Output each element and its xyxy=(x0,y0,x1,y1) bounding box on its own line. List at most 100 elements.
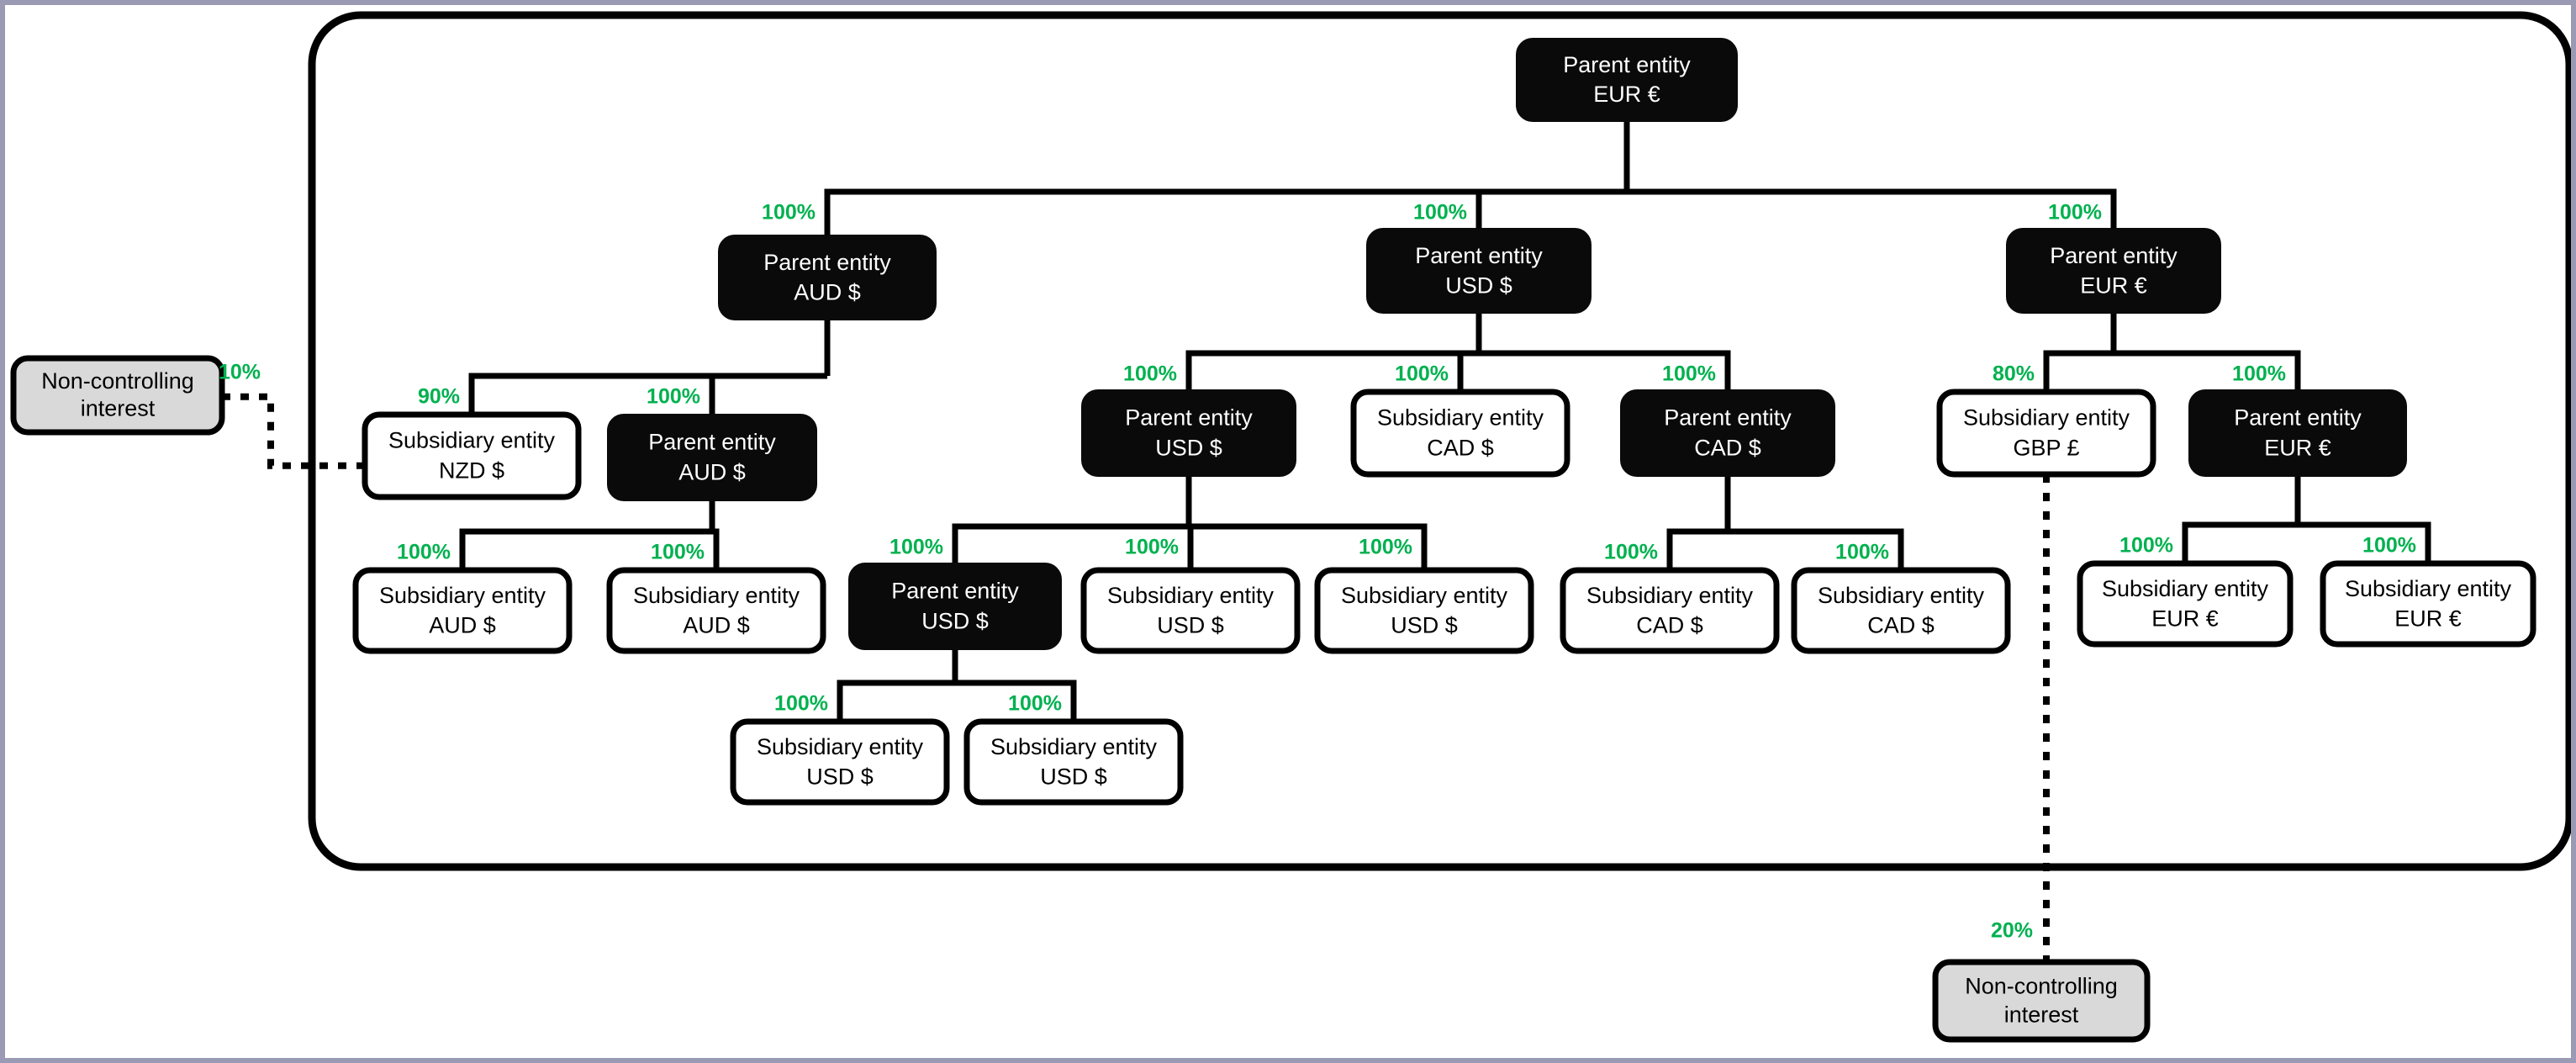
entity-name-line1: Subsidiary entity xyxy=(2345,576,2512,601)
connector-aud-p-to-aud-p2 xyxy=(712,376,827,416)
ownership-percent: 100% xyxy=(1125,536,1179,559)
entity-name-line1: Subsidiary entity xyxy=(1341,583,1508,608)
entity-node-usd-p2[interactable]: Parent entityUSD $ xyxy=(1084,392,1294,474)
entity-node-nci-left[interactable]: Non-controllinginterest xyxy=(13,358,222,432)
entity-node-cad-s2[interactable]: Subsidiary entityCAD $ xyxy=(1563,570,1776,651)
connector-eur-p2-to-eur-s1 xyxy=(2185,525,2298,563)
ownership-percent: 100% xyxy=(1123,362,1177,386)
entity-node-usd-s2[interactable]: Subsidiary entityUSD $ xyxy=(1317,570,1531,651)
entity-name-line1: Subsidiary entity xyxy=(1818,583,1985,608)
ownership-percent: 100% xyxy=(651,541,705,564)
ownership-percent: 100% xyxy=(762,201,816,225)
entity-name-line1: Subsidiary entity xyxy=(379,583,546,608)
entity-node-usd-p[interactable]: Parent entityUSD $ xyxy=(1369,230,1589,311)
connector-usd-p3-to-usd-s3 xyxy=(840,683,955,722)
entity-name-line1: Subsidiary entity xyxy=(388,427,556,452)
ownership-percent: 80% xyxy=(1993,362,2035,386)
ownership-percent: 100% xyxy=(1008,692,1062,716)
entity-name-line2: CAD $ xyxy=(1694,436,1761,461)
ownership-percent: 20% xyxy=(1991,919,2033,943)
entity-name-line1: Parent entity xyxy=(763,250,891,275)
entity-name-line2: interest xyxy=(81,396,156,421)
entity-node-usd-s4[interactable]: Subsidiary entityUSD $ xyxy=(967,722,1180,802)
entity-node-eur-p[interactable]: Parent entityEUR € xyxy=(2009,230,2219,311)
entity-name-line2: USD $ xyxy=(1155,436,1222,461)
entity-name-line1: Non-controlling xyxy=(41,368,194,394)
entity-name-line2: EUR € xyxy=(2264,436,2331,461)
ownership-percent: 100% xyxy=(1835,541,1889,564)
entity-name-line1: Parent entity xyxy=(1563,52,1691,77)
group-structure-diagram: Parent entityEUR €Parent entityAUD $Pare… xyxy=(5,5,2576,1063)
connector-usd-p-to-cad-s1 xyxy=(1460,353,1479,392)
entity-node-cad-p[interactable]: Parent entityCAD $ xyxy=(1623,392,1833,474)
entity-name-line2: CAD $ xyxy=(1427,436,1494,461)
entity-node-nci-bottom[interactable]: Non-controlling interest xyxy=(1935,962,2147,1039)
ownership-percent: 90% xyxy=(418,385,460,409)
entity-name-line2: AUD $ xyxy=(429,612,496,637)
entity-name-line1: Subsidiary entity xyxy=(1377,405,1544,430)
entity-node-usd-s1[interactable]: Subsidiary entityUSD $ xyxy=(1084,570,1297,651)
entity-name-line2: USD $ xyxy=(1040,764,1107,789)
entity-name-line1: Subsidiary entity xyxy=(1586,583,1754,608)
entity-name-line2: EUR € xyxy=(2080,272,2147,298)
entity-name-line2: EUR € xyxy=(1593,82,1660,107)
ownership-percent: 100% xyxy=(1395,362,1449,386)
ownership-percent: 100% xyxy=(2119,534,2173,558)
entity-node-eur-s2[interactable]: Subsidiary entityEUR € xyxy=(2323,563,2533,644)
entity-name-line1: Parent entity xyxy=(1664,405,1792,430)
ownership-percent: 100% xyxy=(2362,534,2416,558)
entity-name-line1: Parent entity xyxy=(891,578,1019,603)
entity-node-root[interactable]: Parent entityEUR € xyxy=(1518,40,1735,119)
ownership-percent: 100% xyxy=(647,385,700,409)
entity-name-line2: USD $ xyxy=(806,764,874,789)
entity-node-eur-p2[interactable]: Parent entityEUR € xyxy=(2191,392,2404,474)
entity-name-line2: GBP £ xyxy=(2013,436,2079,461)
entity-node-usd-p3[interactable]: Parent entityUSD $ xyxy=(851,565,1059,648)
ownership-percent: 100% xyxy=(2232,362,2286,386)
ownership-percent: 10% xyxy=(219,360,261,383)
entity-name-line2: CAD $ xyxy=(1636,612,1703,637)
entity-node-cad-s1[interactable]: Subsidiary entityCAD $ xyxy=(1354,392,1567,474)
entity-node-gbp-s[interactable]: Subsidiary entityGBP £ xyxy=(1940,392,2153,474)
ownership-percent: 100% xyxy=(2048,201,2102,225)
ownership-percent: 100% xyxy=(397,541,451,564)
entity-node-aud-p2[interactable]: Parent entityAUD $ xyxy=(610,416,815,499)
entity-node-aud-p[interactable]: Parent entityAUD $ xyxy=(721,237,934,318)
ownership-percent: 100% xyxy=(889,536,943,559)
entity-name-line1: Parent entity xyxy=(1125,405,1253,430)
entity-name-line1: Subsidiary entity xyxy=(1107,583,1275,608)
entity-name-line2: USD $ xyxy=(921,609,989,634)
ownership-percent: 100% xyxy=(1359,536,1412,559)
connector-aud-p2-to-aud-s2 xyxy=(712,532,716,570)
entity-name-line2: NZD $ xyxy=(439,458,504,484)
entity-name-line1: Parent entity xyxy=(648,429,776,454)
entity-name-line1: Non-controlling xyxy=(1965,973,2118,998)
entity-name-line2: AUD $ xyxy=(678,460,746,485)
entity-node-aud-s2[interactable]: Subsidiary entityAUD $ xyxy=(610,570,823,651)
entity-name-line1: Parent entity xyxy=(1415,243,1543,268)
entity-name-line2: EUR € xyxy=(2151,606,2219,631)
ownership-percent: 100% xyxy=(1662,362,1716,386)
entity-name-line2: USD $ xyxy=(1157,612,1224,637)
entity-name-line2: USD $ xyxy=(1445,272,1512,298)
entity-name-line1: Parent entity xyxy=(2050,243,2177,268)
entity-node-nzd-s[interactable]: Subsidiary entityNZD $ xyxy=(365,415,578,497)
entity-node-usd-s3[interactable]: Subsidiary entityUSD $ xyxy=(733,722,947,802)
entity-node-cad-s3[interactable]: Subsidiary entityCAD $ xyxy=(1794,570,2008,651)
ownership-percent: 100% xyxy=(1604,541,1658,564)
entity-name-line2: CAD $ xyxy=(1867,612,1935,637)
entity-name-line2: interest xyxy=(2004,1002,2079,1028)
entity-node-aud-s1[interactable]: Subsidiary entityAUD $ xyxy=(356,570,569,651)
connector-eur-p-to-gbp-s xyxy=(2046,353,2114,392)
entity-node-eur-s1[interactable]: Subsidiary entityEUR € xyxy=(2080,563,2290,644)
entity-name-line2: AUD $ xyxy=(794,279,861,304)
entity-name-line1: Parent entity xyxy=(2234,405,2362,430)
entity-name-line1: Subsidiary entity xyxy=(633,583,800,608)
connector-root-to-eur-p xyxy=(1627,192,2114,230)
nci-connector-nci-left xyxy=(222,397,365,466)
connector-cad-p-to-cad-s2 xyxy=(1670,532,1728,570)
entity-name-line1: Subsidiary entity xyxy=(1963,405,2130,430)
entity-name-line2: USD $ xyxy=(1391,612,1458,637)
ownership-percent: 100% xyxy=(774,692,828,716)
